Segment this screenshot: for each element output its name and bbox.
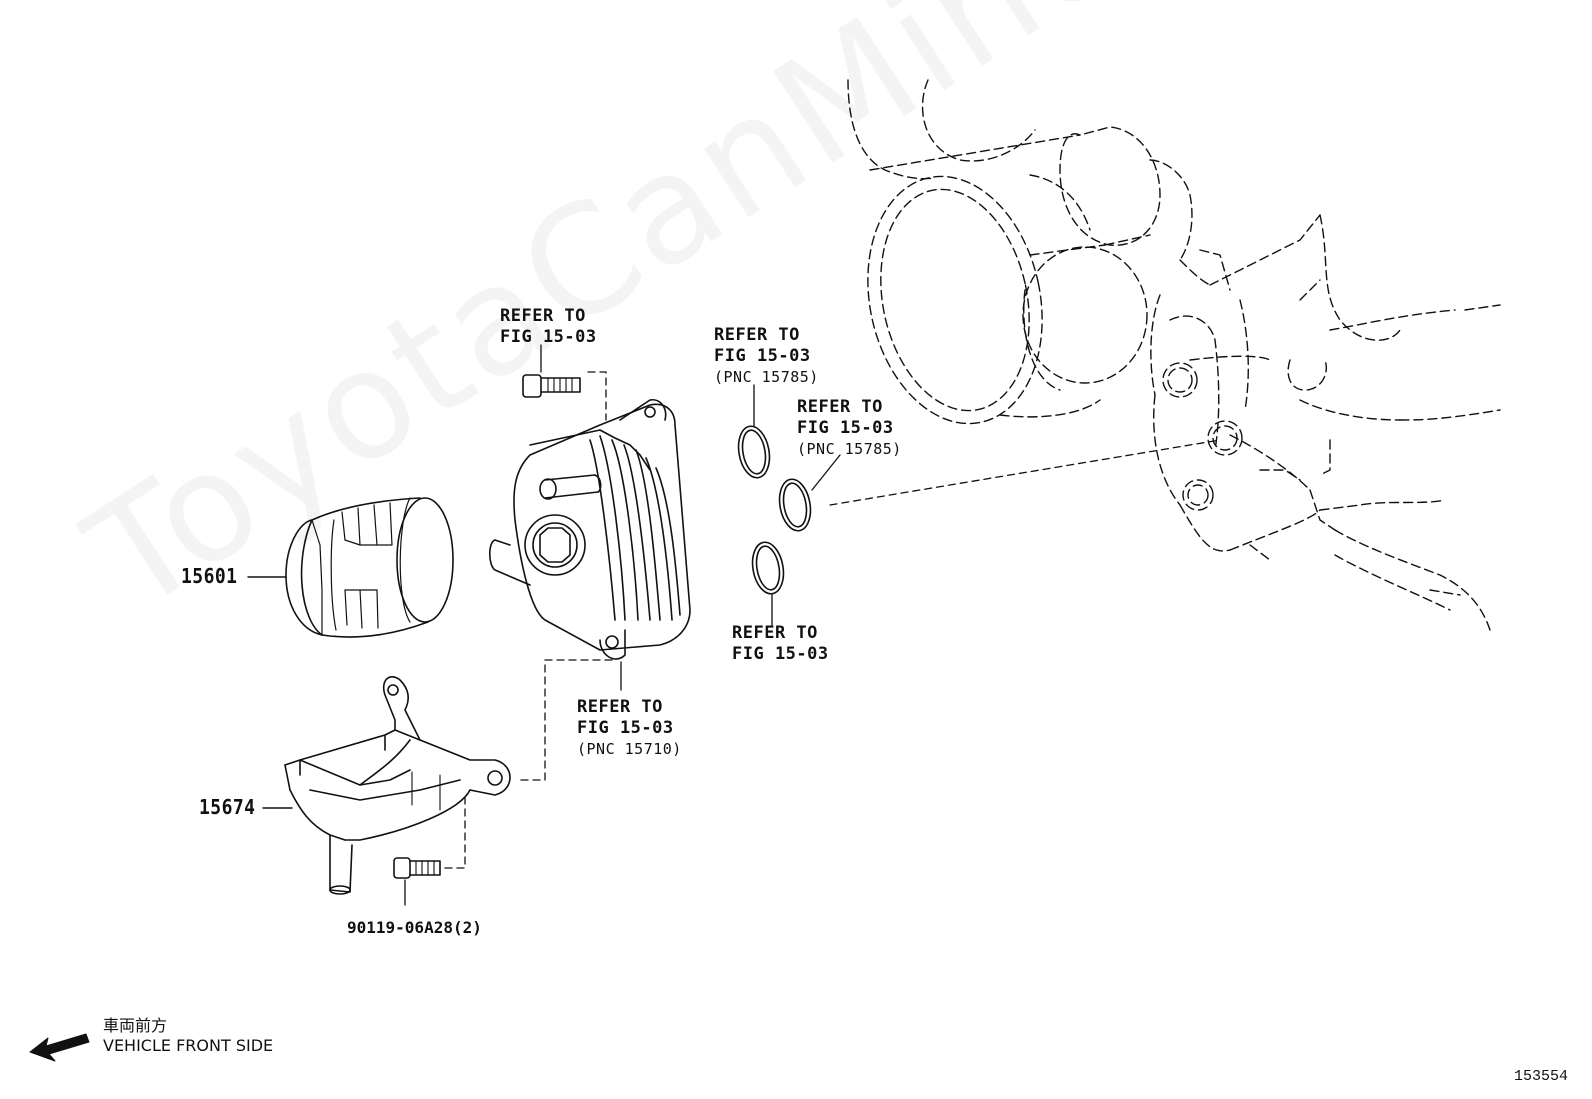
refer-callout-upper-bolt: REFER TO FIG 15-03 bbox=[500, 306, 597, 347]
o-rings bbox=[737, 425, 812, 595]
refer-callout-o-ring-2: REFER TO FIG 15-03 (PNC 15785) bbox=[797, 397, 902, 458]
upper-bolt bbox=[522, 374, 581, 398]
refer-callout-o-ring-1: REFER TO FIG 15-03 (PNC 15785) bbox=[714, 325, 819, 386]
engine-block bbox=[847, 79, 1501, 631]
front-arrow bbox=[29, 1033, 90, 1062]
part-number-bracket[interactable]: 15674 bbox=[199, 795, 256, 819]
vehicle-front-indicator: 車両前方 VEHICLE FRONT SIDE bbox=[103, 1016, 273, 1056]
part-number-oil-filter[interactable]: 15601 bbox=[181, 564, 238, 588]
oil-cooler bbox=[488, 398, 691, 660]
lower-bolt bbox=[393, 857, 441, 879]
oil-filter bbox=[285, 497, 454, 638]
illustration-id: 153554 bbox=[1514, 1068, 1569, 1085]
vehicle-front-jp: 車両前方 bbox=[103, 1016, 168, 1035]
bracket bbox=[284, 676, 511, 895]
vehicle-front-en: VEHICLE FRONT SIDE bbox=[103, 1036, 274, 1055]
refer-callout-cooler-bolt: REFER TO FIG 15-03 (PNC 15710) bbox=[577, 697, 682, 758]
refer-callout-o-ring-3: REFER TO FIG 15-03 bbox=[732, 623, 829, 664]
part-number-bolt[interactable]: 90119-06A28(2) bbox=[347, 918, 482, 937]
